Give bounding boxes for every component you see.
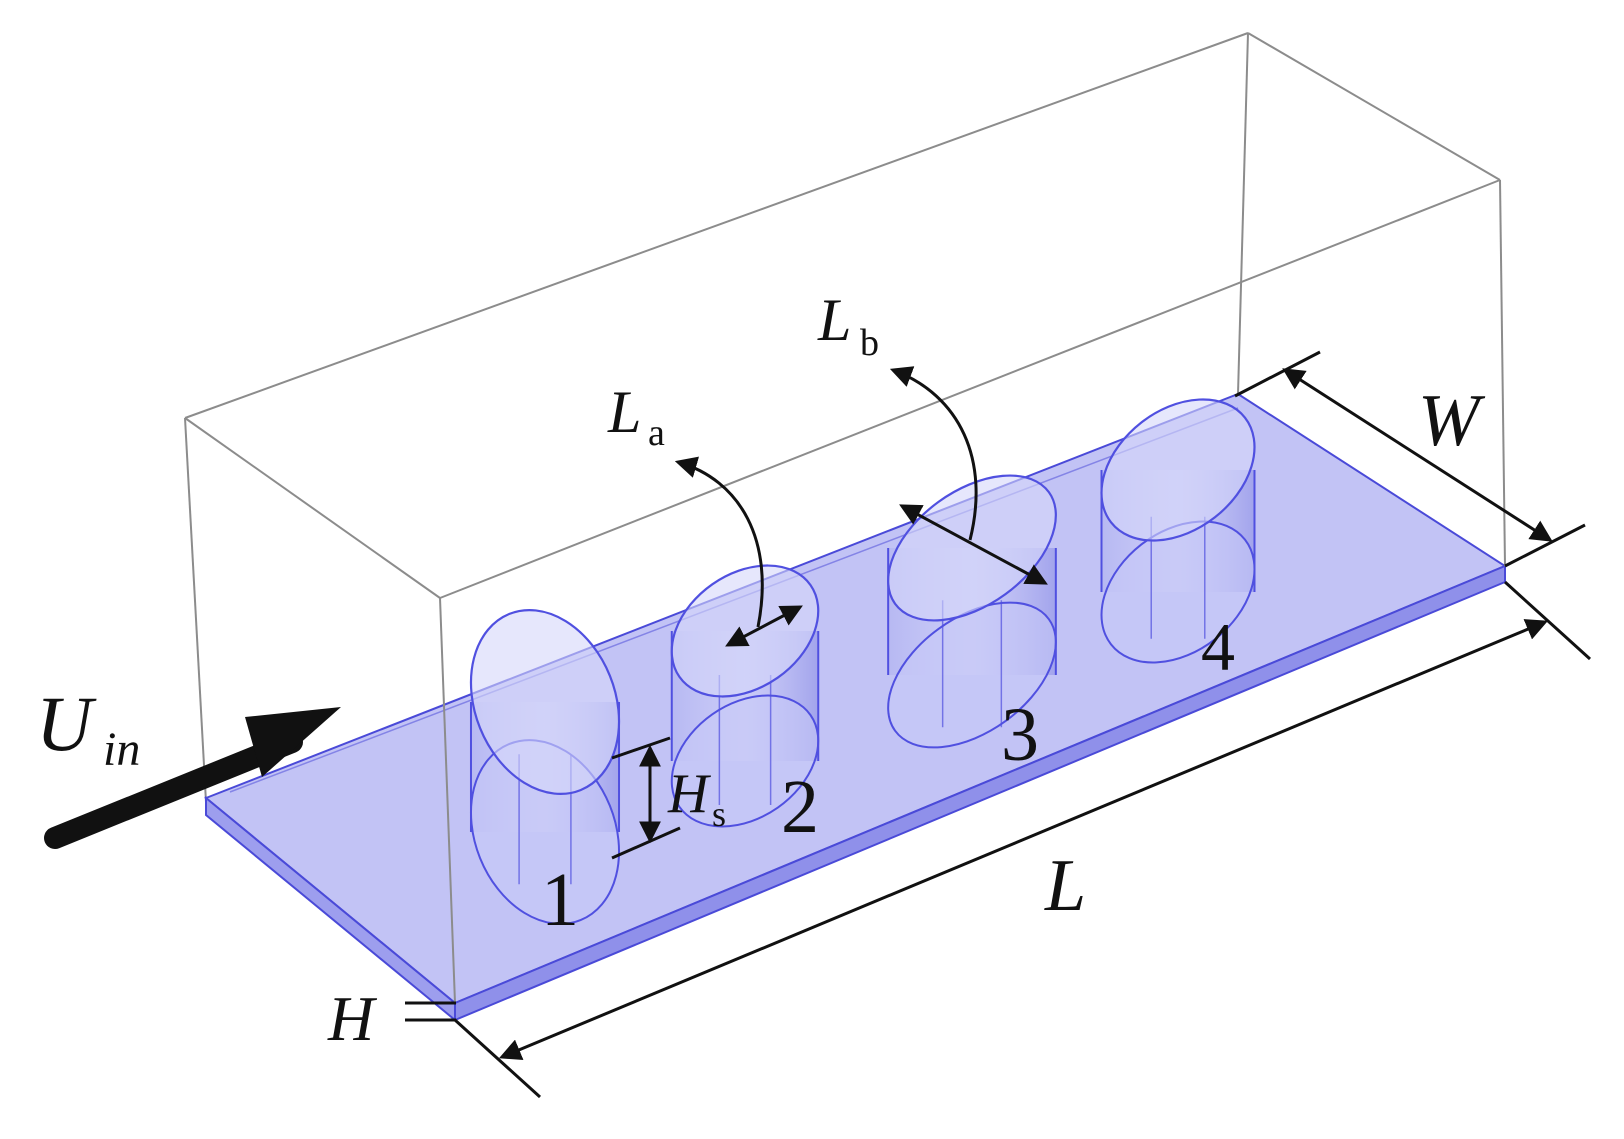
la-label-sub: a: [648, 412, 665, 454]
width-extension-back: [1234, 350, 1321, 398]
length-label: L: [1044, 845, 1086, 927]
lb-label-sub: b: [860, 322, 879, 364]
box-edge-back-right-vertical: [1237, 32, 1249, 395]
cylinder-top: [1100, 398, 1256, 542]
plate-top-face: [204, 392, 1508, 1005]
length-dimension: [453, 580, 1592, 1099]
length-extension-right: [1503, 580, 1592, 661]
cylinder-label-1: 1: [541, 858, 579, 942]
domain-box-back-edges: [184, 32, 1249, 803]
major-axis-dimension: [889, 366, 1048, 585]
inlet-arrow-head: [245, 707, 341, 777]
width-label: W: [1418, 380, 1486, 462]
width-dimension: [1234, 350, 1586, 568]
length-dimension-arrow: [498, 619, 1549, 1060]
box-edge-back-left-vertical: [184, 417, 207, 803]
inlet-label-main: U: [36, 680, 97, 767]
box-edge-front-left-vertical: [439, 597, 456, 1004]
thickness-dimension: [405, 1001, 456, 1022]
thickness-label: H: [327, 983, 378, 1054]
box-edge-front-top-left: [184, 417, 441, 599]
hs-label-main: H: [667, 763, 711, 825]
box-edge-back-top: [184, 32, 1249, 419]
length-extension-left: [453, 1018, 542, 1099]
lb-label-main: L: [817, 287, 851, 353]
width-extension-front: [1504, 523, 1586, 568]
la-leader-curve: [674, 456, 764, 628]
inlet-velocity: U in: [36, 680, 341, 849]
lb-leader-curve: [889, 366, 978, 541]
la-label-main: L: [607, 379, 641, 445]
inlet-arrow-shaft: [44, 731, 303, 849]
bottom-plate: [204, 392, 1508, 1023]
cylinder-label-4: 4: [1201, 609, 1235, 685]
box-edge-top-right: [1247, 32, 1501, 181]
box-edge-front-top: [439, 179, 1501, 599]
la-dimension-arrow: [725, 605, 803, 647]
inlet-label-sub: in: [103, 723, 140, 776]
lb-dimension-arrow: [899, 504, 1048, 585]
hs-label-sub: s: [712, 794, 726, 834]
cylinder-label-3: 3: [1001, 693, 1039, 777]
width-dimension-arrow: [1282, 368, 1553, 542]
minor-axis-dimension: [674, 456, 803, 647]
cylinder-label-2: 2: [781, 765, 819, 849]
cylinder-height-dimension: [611, 736, 681, 860]
